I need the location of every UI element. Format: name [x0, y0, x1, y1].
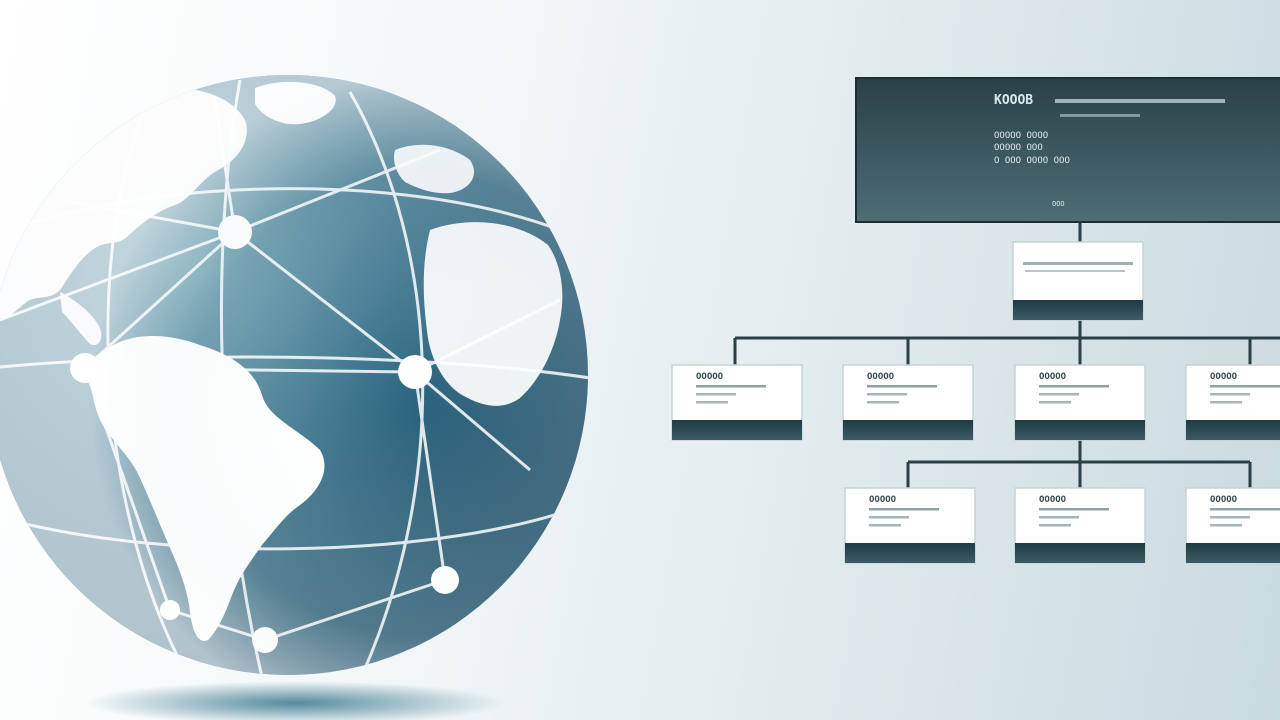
- org-box-title: OOOOO: [1039, 495, 1067, 505]
- text-line: [1210, 508, 1280, 511]
- org-box-bar: [1015, 420, 1145, 440]
- org-box-f: OOOOO: [1014, 487, 1146, 564]
- org-box-title: OOOOO: [1210, 495, 1238, 505]
- org-box-title: OOOOO: [869, 495, 897, 505]
- org-box-title: OOOOO: [1210, 372, 1238, 382]
- org-box-c: OOOOO: [1014, 364, 1146, 441]
- text-line: [1039, 524, 1071, 527]
- text-line: [1039, 516, 1079, 519]
- text-line: [1039, 401, 1071, 404]
- org-box-e: OOOOO: [844, 487, 976, 564]
- text-line: [1210, 516, 1250, 519]
- text-line: [696, 401, 728, 404]
- org-level3-boxes: OOOOO OOOOO OOOOO: [844, 487, 1280, 564]
- text-line: [1210, 385, 1280, 388]
- org-box-d: OOOOO: [1185, 364, 1280, 441]
- org-level2-boxes: OOOOO OOOOO OOOOO OOOOO: [671, 364, 1280, 441]
- text-line: [1023, 262, 1133, 265]
- org-top-panel: KOOOB OOOOO OOOO OOOOO OOO O OOO OOOO OO…: [855, 77, 1280, 223]
- text-line: [1039, 385, 1109, 388]
- text-line: [1210, 524, 1242, 527]
- text-line: [1210, 393, 1250, 396]
- org-box-bar: [845, 543, 975, 563]
- org-box-title: OOOOO: [867, 372, 895, 382]
- text-line: [869, 508, 939, 511]
- top-panel-line2: OOOOO OOO: [994, 143, 1043, 153]
- top-panel-title: KOOOB: [994, 93, 1033, 108]
- globe-highlight: [0, 75, 588, 675]
- globe-shadow: [85, 681, 505, 720]
- text-line: [869, 516, 909, 519]
- top-panel-line1: OOOOO OOOO: [994, 131, 1048, 141]
- text-line: [696, 393, 736, 396]
- org-box-g: OOOOO: [1185, 487, 1280, 564]
- text-line: [1055, 99, 1225, 103]
- text-line: [1039, 508, 1109, 511]
- text-line: [867, 401, 899, 404]
- text-line: [1060, 114, 1140, 117]
- org-box-b: OOOOO: [842, 364, 974, 441]
- org-box-a: OOOOO: [671, 364, 803, 441]
- text-line: [1025, 270, 1125, 272]
- org-box-title: OOOOO: [696, 372, 724, 382]
- org-box-bar: [1015, 543, 1145, 563]
- org-box-bar: [672, 420, 802, 440]
- org-connectors: [733, 222, 1280, 488]
- text-line: [696, 385, 766, 388]
- text-line: [867, 385, 937, 388]
- org-box-bar: [1186, 543, 1280, 563]
- top-panel-footer: OOO: [1052, 200, 1065, 208]
- org-box-title: OOOOO: [1039, 372, 1067, 382]
- text-line: [869, 524, 901, 527]
- org-box-bar: [843, 420, 973, 440]
- org-box-level1: [1012, 241, 1144, 321]
- org-box-bar: [1186, 420, 1280, 440]
- top-panel-line3: O OOO OOOO OOO: [994, 156, 1070, 166]
- text-line: [867, 393, 907, 396]
- text-line: [1210, 401, 1242, 404]
- text-line: [1039, 393, 1079, 396]
- org-chart: KOOOB OOOOO OOOO OOOOO OOO O OOO OOOO OO…: [733, 77, 1280, 488]
- globe: [0, 75, 588, 675]
